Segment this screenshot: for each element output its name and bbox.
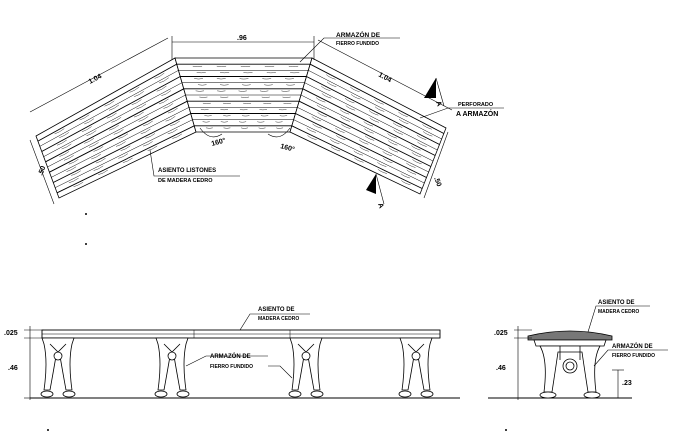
elev-dim-top: .025: [4, 330, 18, 337]
elev-armazon-label-2: FIERRO FUNDIDO: [210, 364, 253, 370]
svg-text:A: A: [376, 202, 384, 209]
dim-left-top: 1.04: [88, 73, 103, 86]
sect-asiento-label-1: ASIENTO DE: [598, 300, 635, 306]
section-mark-top: A: [424, 77, 445, 107]
plan-view: .96 1.04 1.04 .50 .50 160° 160° ARMAZÓN …: [29, 30, 504, 245]
sect-dim-leg: .23: [622, 380, 632, 387]
plan-perforado-label-2: A ARMAZÓN: [456, 109, 498, 118]
elev-dim-height: .46: [8, 365, 18, 372]
plan-asiento-label-1: ASIENTO LISTONES: [158, 168, 216, 174]
plan-perforado-label-1: PERFORADO: [458, 102, 494, 108]
svg-text:A: A: [434, 100, 442, 107]
elevation-view: .025 .46 ASIENTO DE MADERA CEDRO ARMAZÓN…: [4, 307, 460, 431]
dim-right-end: .50: [432, 176, 442, 188]
plan-asiento-label-2: DE MADERA CEDRO: [158, 178, 213, 184]
sect-dim-height: .46: [496, 365, 506, 372]
dim-right-top: 1.04: [377, 72, 392, 85]
elev-asiento-label-2: MADERA CEDRO: [258, 316, 299, 322]
elev-asiento-label-1: ASIENTO DE: [258, 307, 295, 313]
sect-dim-top: .025: [494, 330, 508, 337]
sect-asiento-label-2: MADERA CEDRO: [598, 309, 639, 315]
dim-top: .96: [237, 35, 247, 42]
section-mark-bottom: A: [366, 173, 384, 209]
plan-armazon-label-1: ARMAZÓN DE: [336, 30, 381, 39]
dim-left-end: .50: [37, 165, 47, 177]
sect-armazon-label-2: FIERRO FUNDIDO: [612, 353, 655, 359]
sect-armazon-label-1: ARMAZÓN DE: [612, 342, 653, 350]
section-view: .025 .46 .23 ASIENTO DE MADERA CEDRO ARM…: [488, 300, 668, 431]
plan-right-segment: [289, 57, 447, 195]
plan-left-segment: [35, 57, 197, 199]
elev-armazon-label-1: ARMAZÓN DE: [210, 352, 251, 360]
plan-middle-segment: [174, 57, 313, 133]
angle-right: 160°: [279, 142, 295, 154]
plan-armazon-label-2: FIERRO FUNDIDO: [336, 41, 379, 47]
angle-left: 160°: [210, 136, 226, 148]
